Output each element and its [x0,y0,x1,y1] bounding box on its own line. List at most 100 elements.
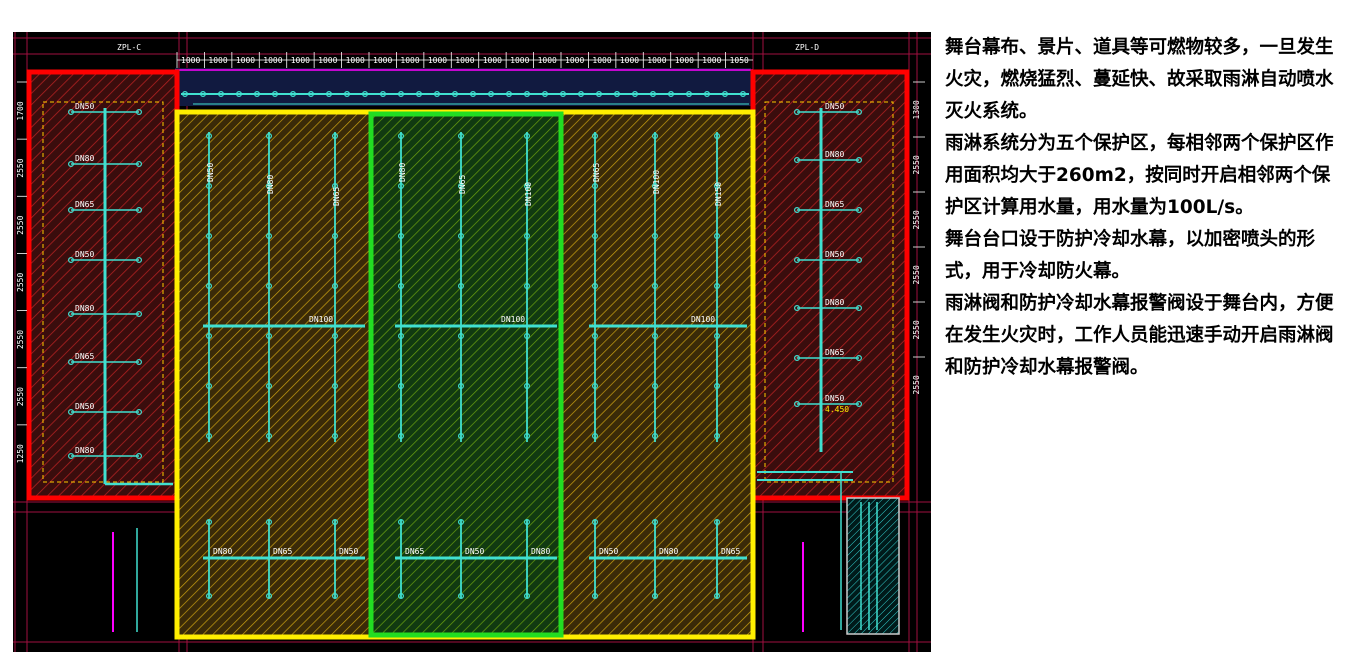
sprinkler-head [793,207,800,214]
sprinkler-head [855,401,862,408]
green-zone [368,111,564,638]
sprinkler-head [591,283,598,290]
top-dim-label: 1000 [702,56,721,65]
description-panel: 舞台幕布、景片、道具等可燃物较多，一旦发生火灾，燃烧猛烈、蔓延快、故采取雨淋自动… [945,32,1345,384]
sprinkler-head [67,311,74,318]
left-dim-label: 2550 [16,158,25,177]
pipe-label: DN65 [721,547,740,556]
pipe-label: DN100 [524,182,533,206]
sprinkler-head [135,359,142,366]
pipe-label: DN65 [75,200,94,209]
sprinkler-head [434,90,441,97]
sprinkler-head [380,90,387,97]
top-dim-label: 1000 [647,56,666,65]
sprinkler-head [458,433,465,440]
top-band [175,68,751,106]
sprinkler-head [541,90,548,97]
sprinkler-head [651,283,658,290]
top-dim-label: 1000 [400,56,419,65]
pipe-label: DN50 [825,250,844,259]
sprinkler-head [713,383,720,390]
sprinkler-head [591,519,598,526]
sprinkler-head [524,283,531,290]
sprinkler-head [703,90,710,97]
inner-outline-right [764,101,894,483]
sprinkler-head [332,132,339,139]
sprinkler-head [332,383,339,390]
sprinkler-head [200,90,207,97]
pipe-label: DN80 [825,298,844,307]
top-dim-label: 1000 [208,56,227,65]
sprinkler-head [591,132,598,139]
right-dim-label: 2550 [912,155,921,174]
top-dim-label: 1000 [592,56,611,65]
sprinkler-head [855,305,862,312]
sprinkler-head [524,132,531,139]
sprinkler-head [308,90,315,97]
sprinkler-head [67,453,74,460]
sprinkler-head [651,132,658,139]
sprinkler-head [362,90,369,97]
sprinkler-head [458,283,465,290]
sprinkler-head [206,132,213,139]
sprinkler-head [613,90,620,97]
sprinkler-head [713,592,720,599]
sprinkler-head [206,183,213,190]
sprinkler-head [266,333,273,340]
sprinkler-head [398,132,405,139]
sprinkler-head [332,433,339,440]
sprinkler-head [135,161,142,168]
sprinkler-head [651,183,658,190]
top-dim-label: 1000 [181,56,200,65]
top-dim-label: 1000 [428,56,447,65]
right-dim-label: 2550 [912,375,921,394]
sprinkler-head [855,355,862,362]
pipe-label: DN80 [213,547,232,556]
pipe-label: DN80 [75,154,94,163]
top-dim-label: 1000 [510,56,529,65]
left-dim-label: 1250 [16,444,25,463]
red-zone-right [750,69,910,501]
sprinkler-head [206,592,213,599]
top-dim-label: 1000 [620,56,639,65]
sprinkler-head [266,433,273,440]
sprinkler-head [398,183,405,190]
sprinkler-head [524,383,531,390]
sprinkler-head [524,592,531,599]
right-dim-label: 2550 [912,210,921,229]
sprinkler-head [236,90,243,97]
pipe-label: DN65 [405,547,424,556]
paragraph-combustibles: 舞台幕布、景片、道具等可燃物较多，一旦发生火灾，燃烧猛烈、蔓延快、故采取雨淋自动… [945,37,1334,122]
inner-outline-left [42,101,164,483]
sprinkler-head [713,433,720,440]
sprinkler-head [254,90,261,97]
sprinkler-head [591,183,598,190]
pipe-label: DN65 [273,547,292,556]
sprinkler-head [398,433,405,440]
top-dim-label: 1000 [318,56,337,65]
sprinkler-head [67,409,74,416]
pipe-label: DN65 [75,352,94,361]
sprinkler-head [488,90,495,97]
left-dim-label: 1700 [16,101,25,120]
pipe-label: DN80 [659,547,678,556]
sprinkler-head [135,257,142,264]
pipe-label: DN80 [75,304,94,313]
top-dimension-row: 1000 1000 1000 1000 1000 1000 1000 1000 1000 1000… [176,52,753,68]
left-dim-label: 2550 [16,387,25,406]
sprinkler-head [631,90,638,97]
sprinkler-head [332,592,339,599]
pipe-label: DN50 [599,547,618,556]
sprinkler-head [470,90,477,97]
sprinkler-head [272,90,279,97]
sprinkler-head [713,132,720,139]
sprinkler-head [332,233,339,240]
sprinkler-head [398,233,405,240]
sprinkler-head [398,592,405,599]
left-dim-label: 2550 [16,215,25,234]
sprinkler-head [651,592,658,599]
sprinkler-head [651,519,658,526]
sprinkler-head [855,156,862,163]
paragraph-valves: 雨淋阀和防护冷却水幕报警阀设于舞台内，方便在发生火灾时，工作人员能迅速手动开启雨… [945,293,1334,378]
